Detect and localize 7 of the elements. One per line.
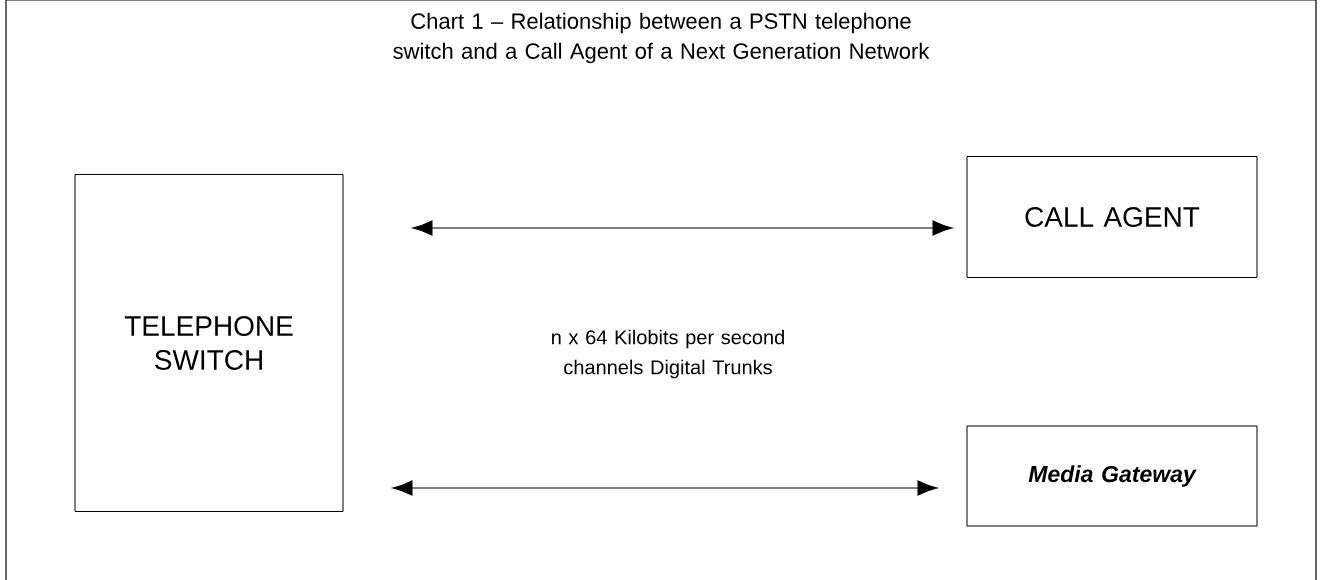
process-box: CALL AGENT [966,156,1258,278]
title: Chart 1 – Relationship between a PSTN telephone switch and a Call Agent of a Next Generation Network [393,12,930,64]
process-box: TELEPHONE SWITCH [74,174,344,512]
process-box: Media Gateway [966,425,1258,527]
double-arrow [392,480,938,496]
trunk-label: n x 64 Kilobits per second channels Digital Trunks [552,329,784,379]
double-arrow [412,220,953,236]
